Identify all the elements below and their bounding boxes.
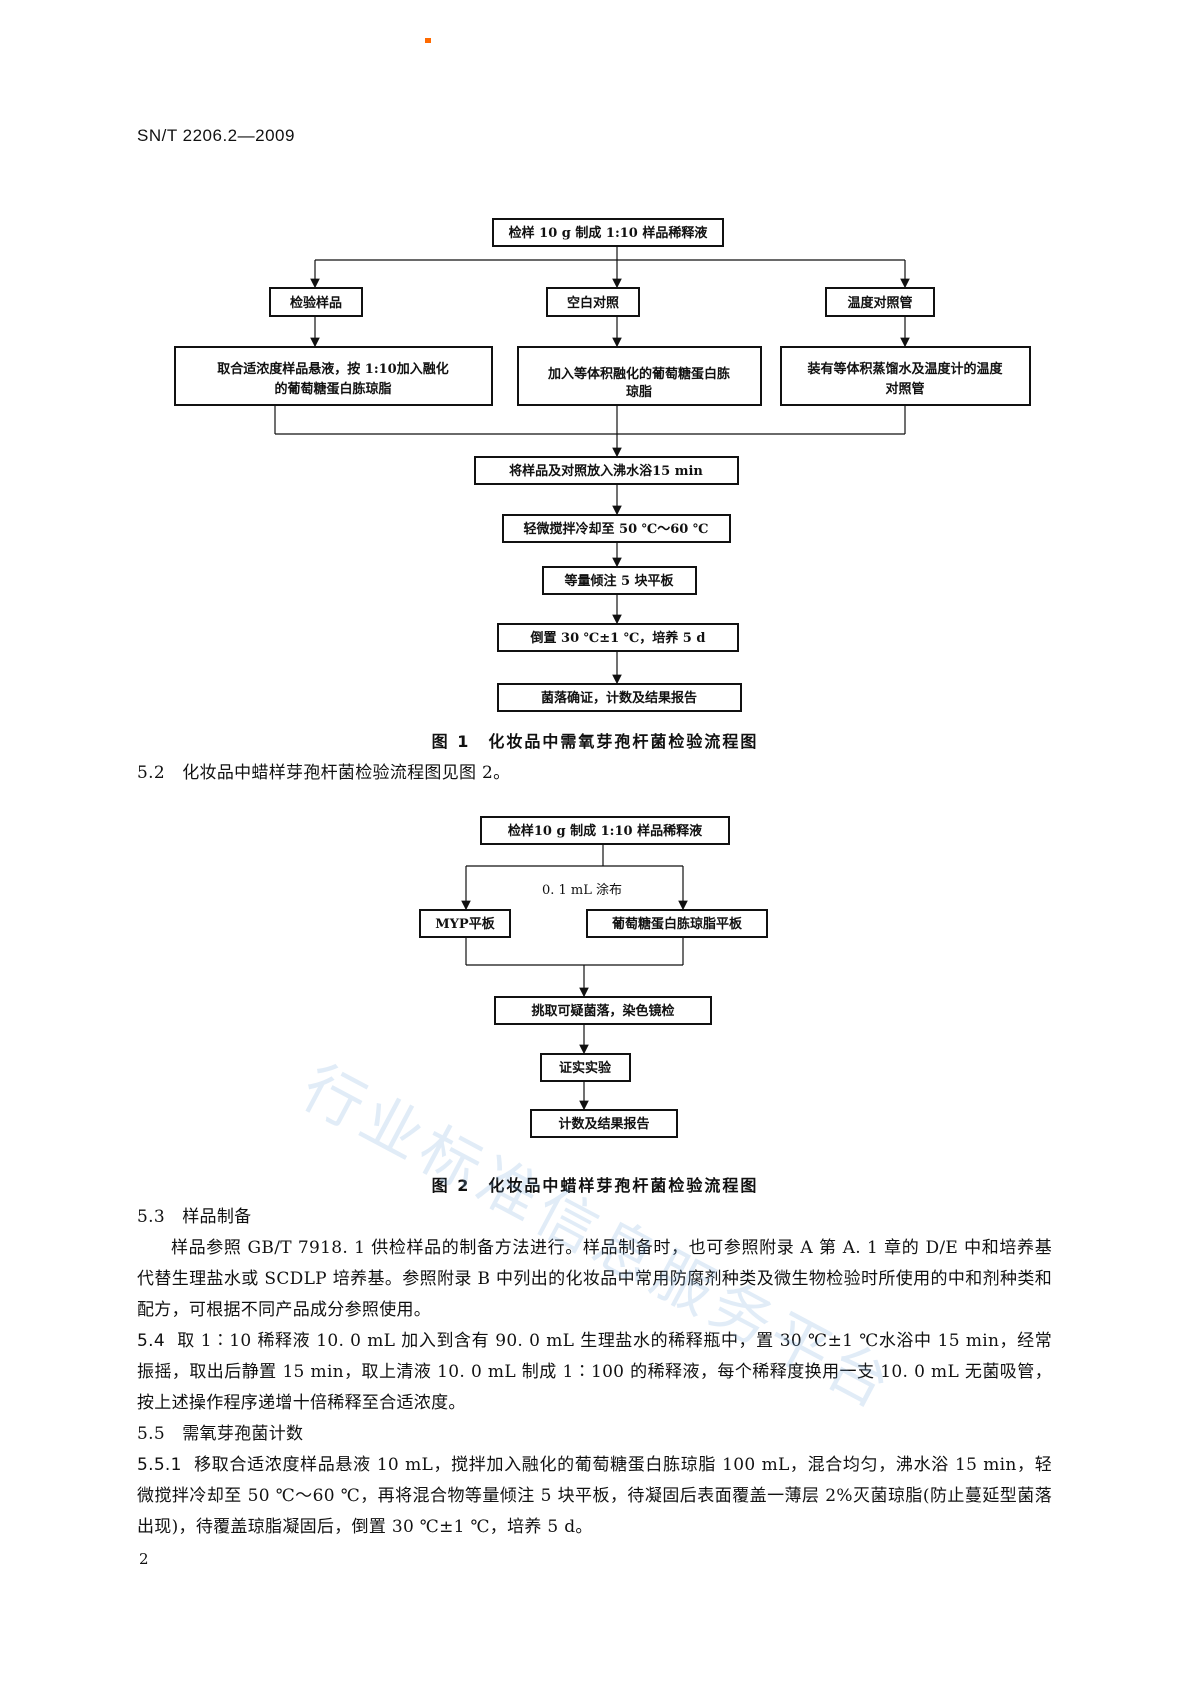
fig2-step-report: 计数及结果报告: [558, 1116, 649, 1132]
fig1-detail-sample-line1: 取合适浓度样品悬液，按 1:10加入融化: [217, 361, 448, 377]
fig1-detail-blank-line1: 加入等体积融化的葡萄糖蛋白胨: [547, 366, 730, 382]
fig1-detail-sample-line2: 的葡萄糖蛋白胨琼脂: [274, 381, 391, 397]
orange-mark: [425, 38, 431, 43]
fig1-step-incubate: 倒置 30 ℃±1 ℃，培养 5 d: [530, 630, 706, 646]
fig1-step-boil: 将样品及对照放入沸水浴15 min: [509, 463, 703, 479]
fig1-step-pour: 等量倾注 5 块平板: [563, 573, 674, 589]
fig1-detail-temp-line2: 对照管: [885, 381, 924, 397]
sections-body: 5.3 样品制备 样品参照 GB/T 7918. 1 供检样品的制备方法进行。样…: [137, 1202, 1052, 1543]
section-5-3-title: 5.3 样品制备: [137, 1207, 252, 1227]
fig1-branch-sample: 检验样品: [290, 295, 342, 311]
section-5-3-text: 样品参照 GB/T 7918. 1 供检样品的制备方法进行。样品制备时，也可参照…: [137, 1238, 1052, 1320]
fig2-step-pick: 挑取可疑菌落，染色镜检: [531, 1003, 674, 1019]
figure2-caption: 图 2 化妆品中蜡样芽孢杆菌检验流程图: [431, 1176, 759, 1195]
page-number: 2: [139, 1550, 149, 1568]
figure1-caption: 图 1 化妆品中需氧芽孢杆菌检验流程图: [431, 732, 759, 751]
fig1-step-report: 菌落确证，计数及结果报告: [541, 690, 697, 706]
fig2-step-confirm: 证实实验: [559, 1060, 612, 1076]
fig2-top-box: 检样10 g 制成 1:10 样品稀释液: [508, 823, 702, 839]
section-5-5-title: 5.5 需氧芽孢菌计数: [137, 1424, 304, 1444]
fig2-plate-glucose: 葡萄糖蛋白胨琼脂平板: [611, 916, 743, 932]
fig1-step-cool: 轻微搅拌冷却至 50 ℃～60 ℃: [524, 521, 709, 537]
section-5-5-1-number: 5.5.1: [137, 1455, 182, 1475]
fig1-top-box: 检样 10 g 制成 1:10 样品稀释液: [509, 225, 708, 241]
section-5-5-1-text: 移取合适浓度样品悬液 10 mL，搅拌加入融化的葡萄糖蛋白胨琼脂 100 mL，…: [137, 1455, 1052, 1537]
fig1-branch-temp: 温度对照管: [847, 295, 912, 311]
figure2-flowchart: 检样10 g 制成 1:10 样品稀释液 0. 1 mL 涂布 MYP平板 葡萄…: [419, 816, 768, 1138]
fig2-plate-myp: MYP平板: [435, 916, 495, 932]
fig2-spread-label: 0. 1 mL 涂布: [542, 882, 622, 898]
section-5-2: 5.2 化妆品中蜡样芽孢杆菌检验流程图见图 2。: [137, 758, 1052, 789]
fig1-detail-temp-line1: 装有等体积蒸馏水及温度计的温度: [806, 361, 1003, 377]
fig1-detail-blank-line2: 琼脂: [626, 384, 652, 400]
figure1-flowchart: 检样 10 g 制成 1:10 样品稀释液 检验样品 空白对照 温度对照管 取合…: [174, 218, 1031, 712]
fig1-branch-blank: 空白对照: [567, 295, 619, 311]
section-5-4-number: 5.4: [137, 1331, 165, 1351]
section-5-4-text: 取 1∶10 稀释液 10. 0 mL 加入到含有 90. 0 mL 生理盐水的…: [137, 1331, 1052, 1413]
standard-code: SN/T 2206.2—2009: [137, 126, 295, 145]
section-5-2-text: 5.2 化妆品中蜡样芽孢杆菌检验流程图见图 2。: [137, 763, 511, 783]
